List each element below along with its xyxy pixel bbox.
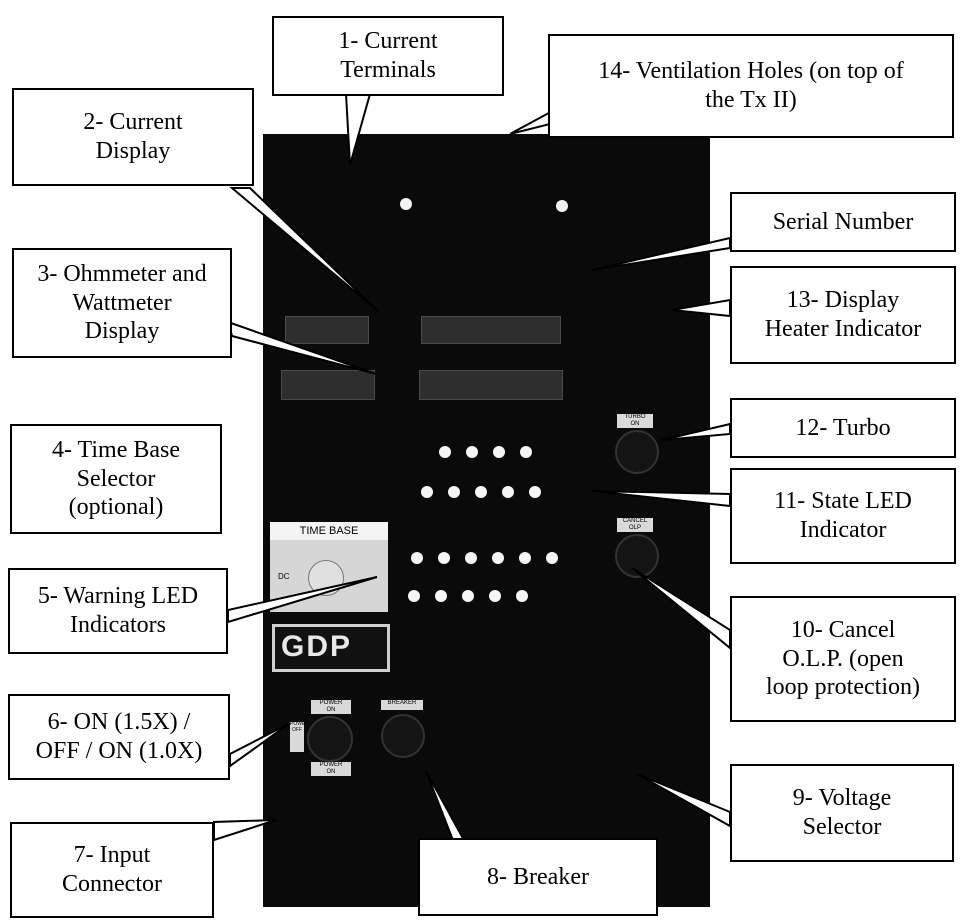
pointer-c7: [214, 820, 276, 840]
callout-breaker: 8- Breaker: [418, 838, 658, 916]
callout-cancel-olp: 10- Cancel O.L.P. (open loop protection): [730, 596, 956, 722]
pointer-c3: [228, 322, 376, 374]
callout-input-connector: 7- Input Connector: [10, 822, 214, 918]
pointer-c13: [672, 300, 730, 316]
pointer-serial: [592, 238, 730, 270]
callout-power-switch: 6- ON (1.5X) / OFF / ON (1.0X): [8, 694, 230, 780]
pointer-c12: [662, 424, 730, 440]
callout-serial-number: Serial Number: [730, 192, 956, 252]
callout-warning-led-indicators: 5- Warning LED Indicators: [8, 568, 228, 654]
callout-ohmmeter-wattmeter-display: 3- Ohmmeter and Wattmeter Display: [12, 248, 232, 358]
callout-current-display: 2- Current Display: [12, 88, 254, 186]
callout-time-base-selector: 4- Time Base Selector (optional): [10, 424, 222, 534]
pointer-c6: [230, 723, 290, 766]
pointer-c10: [632, 568, 730, 648]
pointer-c11: [592, 491, 730, 506]
pointer-c9: [637, 774, 730, 826]
callout-voltage-selector: 9- Voltage Selector: [730, 764, 954, 862]
callout-ventilation-holes: 14- Ventilation Holes (on top of the Tx …: [548, 34, 954, 138]
callout-state-led-indicator: 11- State LED Indicator: [730, 468, 956, 564]
pointer-c1: [346, 94, 370, 165]
callout-current-terminals: 1- Current Terminals: [272, 16, 504, 96]
pointer-c5: [228, 577, 377, 622]
callout-display-heater-indicator: 13- Display Heater Indicator: [730, 266, 956, 364]
pointer-c2: [232, 188, 378, 311]
callout-turbo: 12- Turbo: [730, 398, 956, 458]
